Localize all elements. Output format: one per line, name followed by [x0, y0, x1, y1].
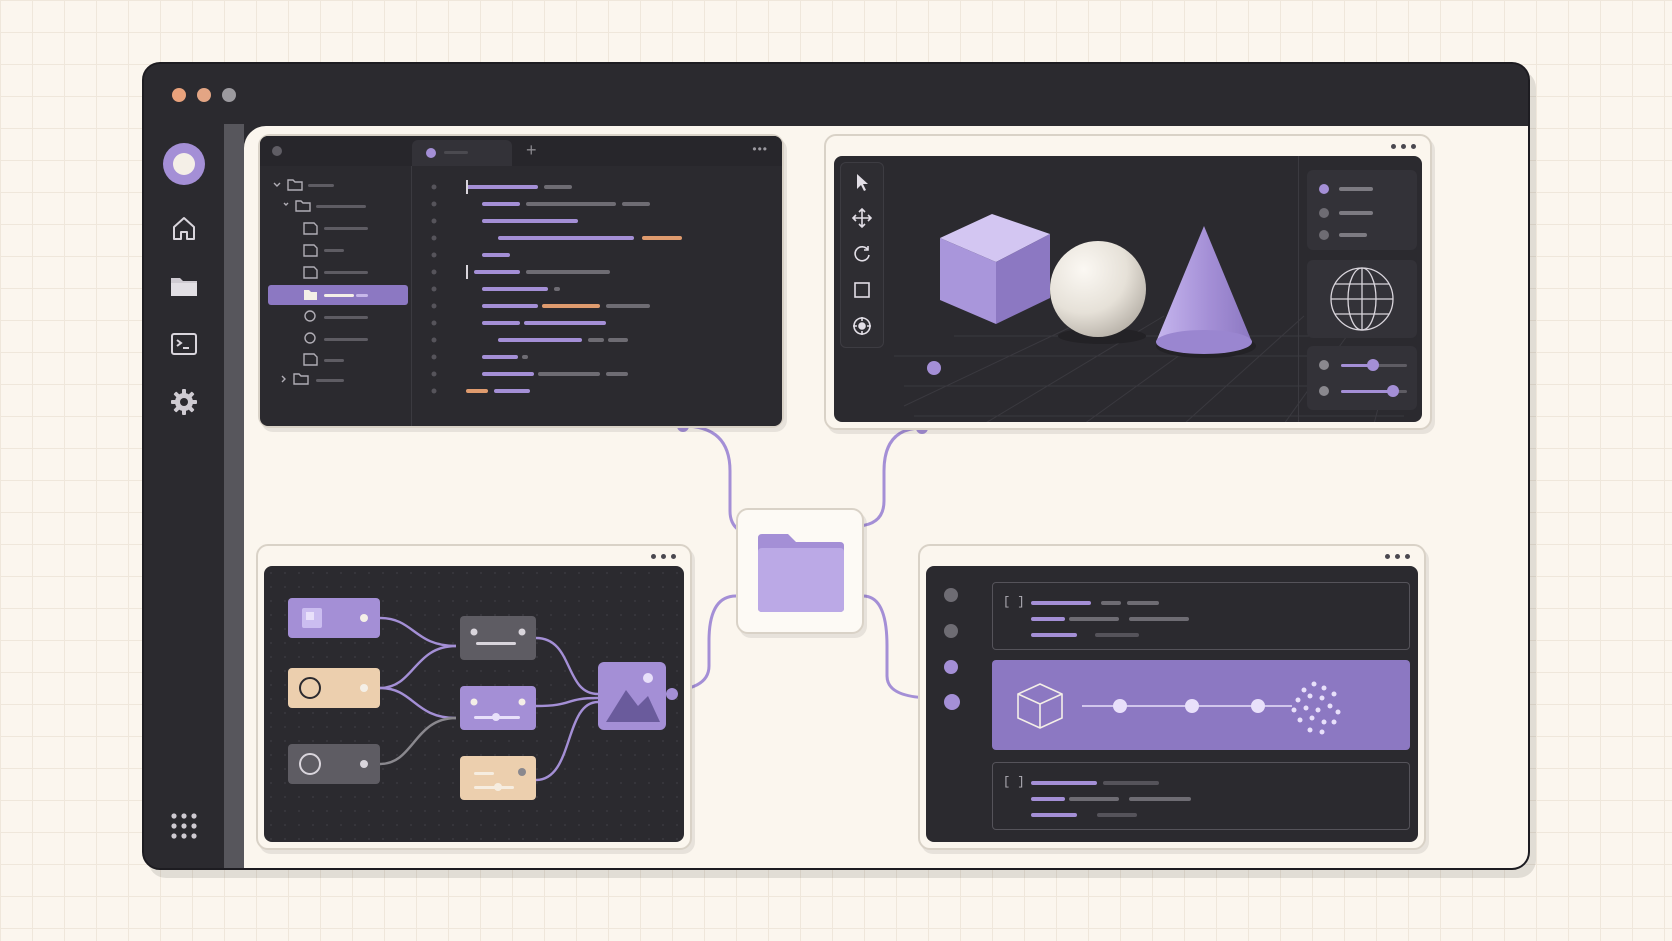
- slider-handle[interactable]: [1367, 359, 1379, 371]
- editor-menu-button[interactable]: •••: [752, 142, 768, 156]
- workspace-canvas: + •••: [244, 126, 1528, 868]
- viewport-port[interactable]: [927, 361, 941, 375]
- folder-icon[interactable]: [162, 264, 206, 308]
- layer-list: [1307, 170, 1417, 250]
- viewport-connector: [858, 426, 923, 528]
- circle-input-node[interactable]: [288, 668, 380, 708]
- slider-node[interactable]: [460, 686, 536, 730]
- add-tab-button[interactable]: +: [526, 140, 537, 160]
- node-graph-menu-button[interactable]: [651, 550, 676, 562]
- viewport-properties: [1298, 156, 1422, 422]
- globe-icon[interactable]: [1307, 260, 1417, 338]
- move-icon[interactable]: [851, 207, 873, 234]
- bracket-label: [ ]: [1003, 775, 1025, 789]
- console-gutter: [926, 566, 986, 842]
- cone-object[interactable]: [1156, 226, 1256, 358]
- console-block[interactable]: [ ]: [992, 582, 1410, 650]
- filter-node[interactable]: [460, 616, 536, 660]
- viewport-menu-button[interactable]: [1391, 140, 1416, 152]
- node-graph-panel: [256, 544, 692, 850]
- close-window-button[interactable]: [172, 88, 186, 102]
- console-block[interactable]: [ ]: [992, 762, 1410, 830]
- gutter-dot[interactable]: [944, 588, 958, 602]
- rectangle-icon[interactable]: [851, 279, 873, 306]
- layer-dot[interactable]: [1319, 208, 1329, 218]
- sphere-object[interactable]: [1050, 241, 1146, 344]
- bracket-label: [ ]: [1003, 595, 1025, 609]
- hub-folder-node[interactable]: [736, 508, 864, 634]
- gutter-dot[interactable]: [944, 624, 958, 638]
- editor-tab-active[interactable]: [412, 140, 512, 166]
- console-connector: [862, 594, 935, 700]
- layer-dot[interactable]: [1319, 184, 1329, 194]
- image-output-node[interactable]: [598, 662, 678, 730]
- slider-handle[interactable]: [1387, 385, 1399, 397]
- editor-tab-bar: + •••: [260, 136, 782, 166]
- file-tree: [260, 166, 412, 426]
- code-editor-panel: + •••: [258, 134, 784, 428]
- viewport-panel: [824, 134, 1432, 430]
- sidebar-divider: [224, 124, 244, 868]
- home-icon[interactable]: [162, 206, 206, 250]
- terminal-icon[interactable]: [162, 322, 206, 366]
- image-input-node[interactable]: [288, 598, 380, 638]
- gutter-dot[interactable]: [944, 694, 960, 710]
- cube-icon: [1017, 683, 1063, 729]
- circle-input-node-gray[interactable]: [288, 744, 380, 784]
- app-window: + •••: [142, 62, 1530, 870]
- maximize-window-button[interactable]: [222, 88, 236, 102]
- console-panel: [ ]: [918, 544, 1426, 850]
- logo-ring-icon[interactable]: [162, 142, 206, 186]
- folder-icon: [758, 534, 844, 612]
- node-graph[interactable]: [264, 566, 684, 842]
- console-menu-button[interactable]: [1385, 550, 1410, 562]
- gear-icon[interactable]: [162, 380, 206, 424]
- cube-object[interactable]: [940, 214, 1050, 324]
- viewport-toolbar: [840, 162, 884, 348]
- apps-grid-icon[interactable]: [162, 804, 206, 848]
- title-bar: [144, 64, 1528, 124]
- slider-group: [1307, 346, 1417, 410]
- code-area: [412, 166, 782, 426]
- viewport-scene[interactable]: [834, 156, 1422, 422]
- target-icon[interactable]: [851, 315, 873, 342]
- rotate-icon[interactable]: [851, 243, 873, 270]
- console-block-highlighted[interactable]: [992, 660, 1410, 750]
- pipeline-row: [1017, 681, 1341, 735]
- gutter-dot[interactable]: [944, 660, 958, 674]
- minimize-window-button[interactable]: [197, 88, 211, 102]
- sidebar: [144, 124, 224, 868]
- adjust-node[interactable]: [460, 756, 536, 800]
- editor-tab[interactable]: [272, 146, 282, 156]
- particle-cloud-icon: [1291, 681, 1341, 735]
- pointer-icon[interactable]: [851, 171, 873, 198]
- layer-dot[interactable]: [1319, 230, 1329, 240]
